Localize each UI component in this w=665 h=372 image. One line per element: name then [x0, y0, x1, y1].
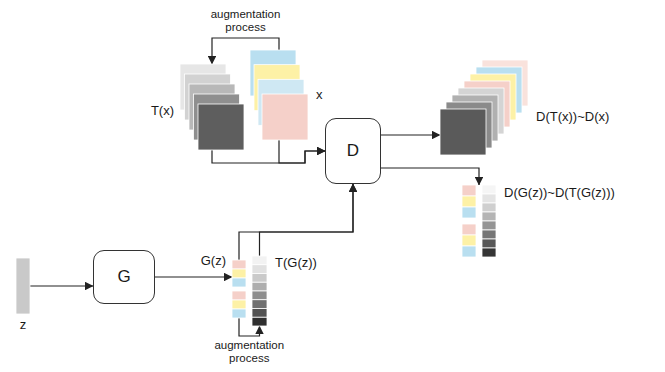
color-cell [232, 291, 246, 300]
image-square [262, 94, 308, 140]
connector-arrow [260, 184, 354, 256]
color-cell [462, 185, 476, 196]
item-label: x [316, 88, 323, 103]
latent-vector: z [16, 258, 30, 314]
gray-cell [252, 300, 267, 309]
augmented-sample: T(G(z)) [252, 256, 267, 326]
latent-vector-art [16, 258, 30, 314]
color-cell [232, 269, 246, 278]
real-output-stack: D(T(x))~D(x) [440, 60, 528, 155]
color-cell [462, 246, 476, 257]
connector-arrow [381, 134, 440, 135]
gray-cell [252, 265, 267, 274]
generated-sample-art [232, 260, 246, 318]
gray-cell [482, 248, 496, 257]
gray-cell [252, 309, 267, 318]
connector-arrow [381, 168, 479, 185]
real-output-stack-art [440, 60, 528, 155]
gray-cell [482, 203, 496, 212]
generated-sample: G(z) [232, 260, 246, 318]
item-label: T(G(z)) [275, 256, 317, 271]
gray-cell [252, 317, 267, 326]
color-cell [232, 309, 246, 318]
item-label: G(z) [201, 254, 226, 269]
connector-arrow [279, 140, 325, 163]
connector-arrow [155, 276, 232, 277]
item-label: z [20, 318, 27, 333]
connector-arrow [239, 184, 353, 260]
gray-cell [252, 291, 267, 300]
color-cell [462, 196, 476, 207]
gray-cell [482, 230, 496, 239]
real-image-stack: x [250, 50, 308, 140]
item-label: D(G(z))~D(T(G(z))) [504, 186, 615, 201]
box-label: G [117, 267, 130, 287]
edge-label: augmentation process [204, 8, 288, 34]
gray-cell [482, 194, 496, 203]
real-image-stack-art [250, 50, 308, 140]
augmented-image-stack: T(x) [180, 64, 244, 150]
augmented-image-stack-art [180, 64, 244, 150]
edge-label: augmentation process [207, 339, 291, 365]
item-label: T(x) [151, 104, 174, 119]
gray-cell [482, 239, 496, 248]
image-square [198, 104, 244, 150]
connector-arrow [30, 285, 93, 286]
gray-cell [482, 221, 496, 230]
color-cell [462, 207, 476, 218]
gray-cell [482, 185, 496, 194]
discriminator-box: D [325, 118, 381, 184]
color-cell [232, 300, 246, 309]
item-label: D(T(x))~D(x) [536, 110, 609, 125]
generator-box: G [93, 250, 155, 304]
fake-output-bars-art [462, 185, 496, 257]
connector-arrow [212, 150, 325, 163]
gray-cell [252, 282, 267, 291]
color-cell [462, 224, 476, 235]
gray-cell [252, 256, 267, 265]
fake-output-bars: D(G(z))~D(T(G(z))) [462, 185, 496, 257]
image-square [440, 109, 486, 155]
gray-cell [252, 274, 267, 283]
color-cell [232, 278, 246, 287]
color-cell [232, 260, 246, 269]
gray-cell [482, 212, 496, 221]
vector-bar [16, 258, 30, 314]
box-label: D [347, 141, 359, 161]
augmented-sample-art [252, 256, 267, 326]
color-cell [462, 235, 476, 246]
